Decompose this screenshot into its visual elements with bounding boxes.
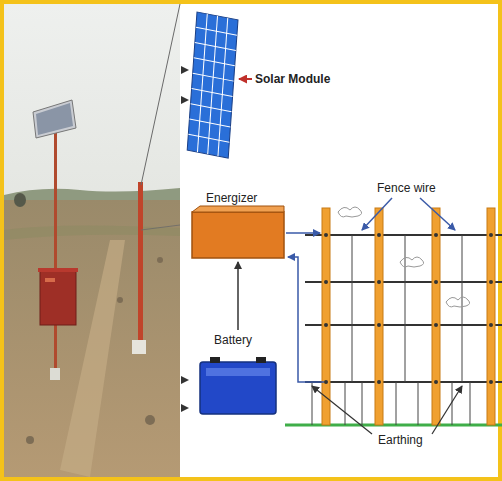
battery-box: Battery xyxy=(198,330,278,418)
battery-band xyxy=(206,368,270,376)
energizer-body xyxy=(192,212,284,258)
panel-grid xyxy=(192,88,233,96)
panel-grid xyxy=(193,73,234,81)
panel-face xyxy=(187,12,238,158)
solar-panel xyxy=(187,12,238,158)
node-shape xyxy=(183,8,343,166)
panel-grid xyxy=(190,104,231,112)
panel-grid xyxy=(197,14,207,152)
panel-grid xyxy=(195,43,236,51)
solar-module: Solar Module xyxy=(183,8,343,166)
panel-grid xyxy=(189,119,230,127)
pointer-arrow xyxy=(239,78,252,80)
battery-terminal xyxy=(256,357,266,363)
energizer-box: Energizer xyxy=(190,188,286,262)
panel-grid xyxy=(218,18,228,156)
panel-grid xyxy=(196,27,237,35)
battery-terminal xyxy=(210,357,220,363)
node-label: Solar Module xyxy=(255,72,330,86)
panel-grid xyxy=(208,16,218,154)
energizer-top xyxy=(192,206,284,212)
node-label: Energizer xyxy=(206,191,257,205)
connector-arrow xyxy=(237,262,239,330)
panel-grid xyxy=(188,134,229,142)
earthing-label: Earthing xyxy=(376,433,425,447)
photo xyxy=(4,4,180,477)
node-label: Battery xyxy=(214,333,252,347)
battery-body xyxy=(200,362,276,414)
fence-wire-label: Fence wire xyxy=(375,181,438,195)
panel-grid xyxy=(194,58,235,66)
